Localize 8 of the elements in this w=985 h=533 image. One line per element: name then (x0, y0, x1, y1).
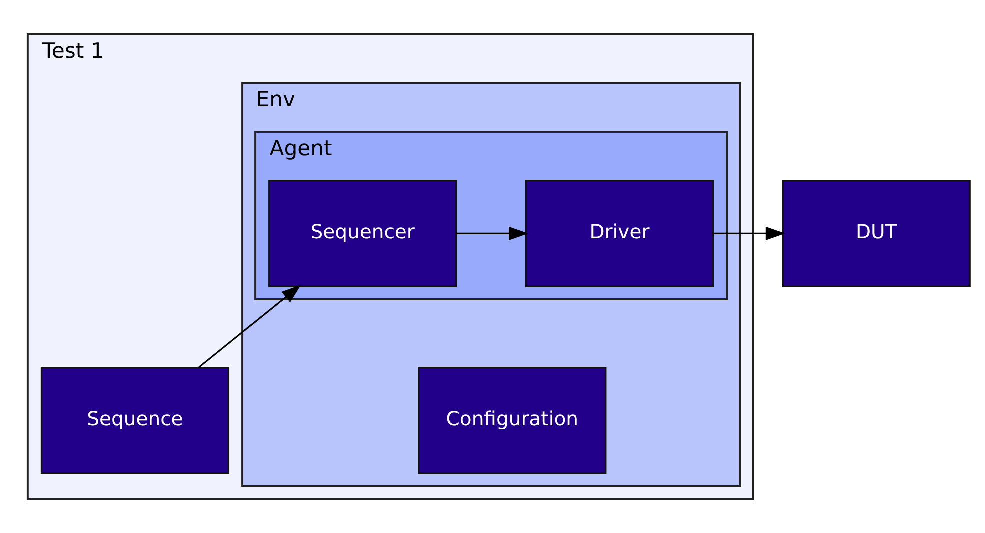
node-box: DUT (782, 180, 971, 287)
node-box: Configuration (418, 366, 607, 474)
node-box: Driver (525, 180, 714, 287)
node-box: Sequence (40, 366, 230, 474)
arrow (456, 226, 529, 240)
arrow (198, 284, 302, 368)
arrow (714, 226, 786, 240)
node-box: Sequencer (268, 180, 458, 287)
